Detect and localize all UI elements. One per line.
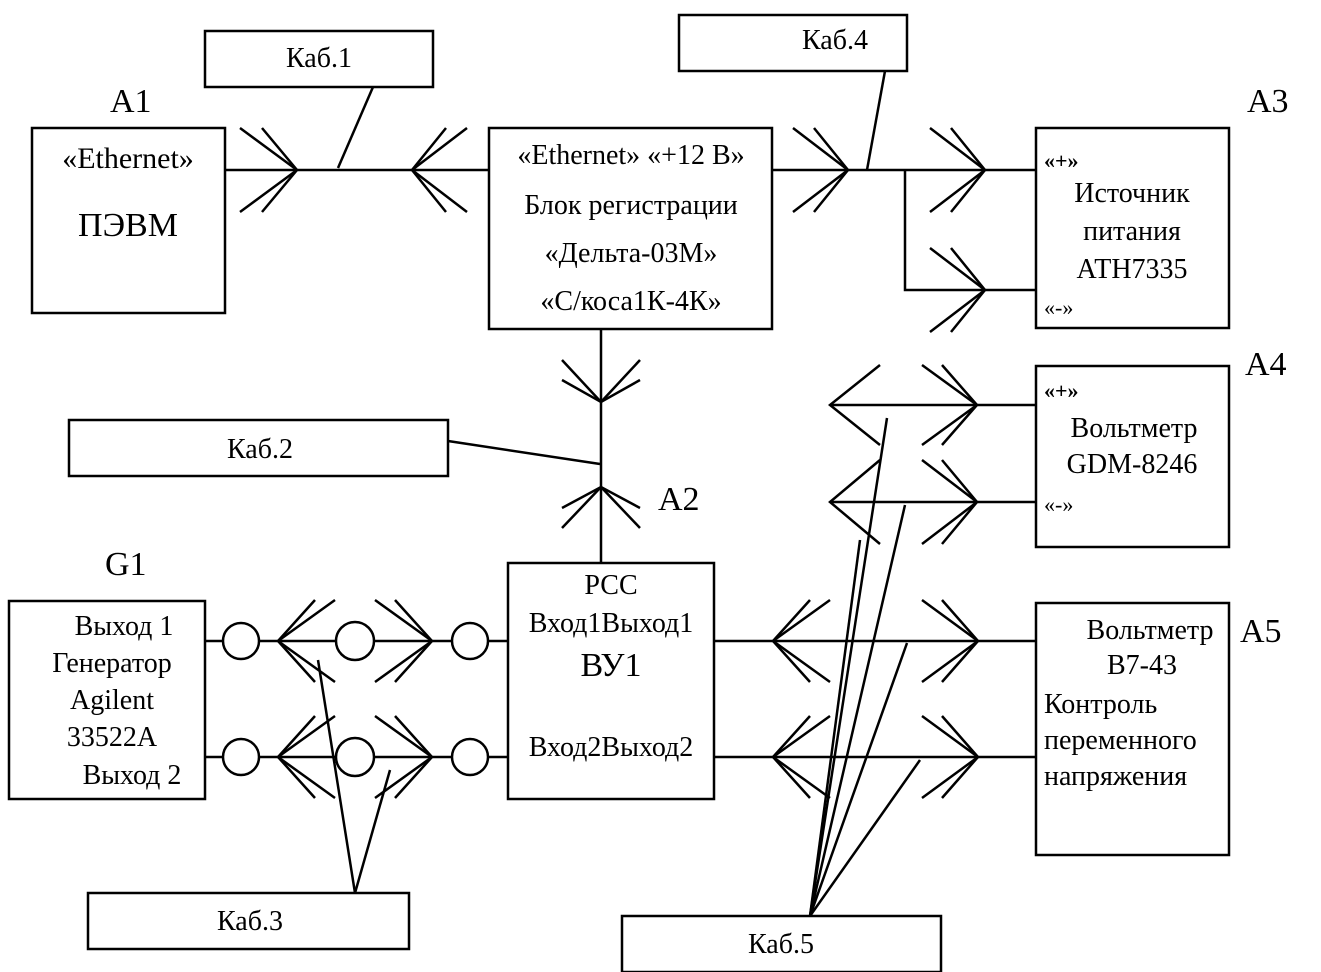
- bnc-vu1-in1: [450, 621, 490, 661]
- a5-line4: переменного: [1044, 725, 1197, 756]
- designator-a5: A5: [1240, 613, 1282, 650]
- block-model: «Дельта-03М»: [545, 238, 718, 269]
- cable-label-kab5: Каб.5: [748, 929, 814, 960]
- leader-kab2: [447, 439, 601, 466]
- cable-label-box-kab4: [677, 13, 909, 73]
- ps-minus-label: «-»: [1044, 295, 1073, 320]
- cable-label-box-kab5: [620, 914, 943, 972]
- gen-out1-label: Выход 1: [75, 611, 174, 642]
- vu1-box: [506, 561, 716, 801]
- leader-kab5-e: [808, 759, 922, 917]
- cable-label-kab2: Каб.2: [227, 434, 293, 465]
- designator-a1: A1: [110, 83, 152, 120]
- gen-line3: 33522А: [67, 722, 158, 753]
- power-supply-box: [1034, 126, 1231, 330]
- wire-kab4-branch: [903, 170, 985, 292]
- block-ports-label: «Ethernet» «+12 В»: [517, 140, 744, 171]
- ps-line3: АТН7335: [1076, 254, 1187, 285]
- registration-block-box: [487, 126, 774, 331]
- a4-line2: GDM-8246: [1067, 449, 1198, 480]
- block-title: Блок регистрации: [524, 190, 738, 221]
- cable-label-kab3: Каб.3: [217, 906, 283, 937]
- vu1-row2: Вход2Выход2: [529, 732, 694, 763]
- connector-out1-socket-inner: [771, 599, 811, 683]
- connector-ch2-plug-inner: [394, 715, 434, 799]
- leader-kab1: [336, 86, 375, 169]
- bnc-vu1-in2: [450, 737, 490, 777]
- pc-box: [30, 126, 227, 315]
- designator-a3: A3: [1247, 83, 1289, 120]
- gen-line1: Генератор: [52, 648, 171, 679]
- a5-line5: напряжения: [1044, 761, 1187, 792]
- cable-label-box-kab1: [203, 29, 435, 89]
- pc-ethernet-label: «Ethernet»: [62, 142, 194, 175]
- voltmeter-a5-box: [1034, 601, 1231, 857]
- cable-label-kab1: Каб.1: [286, 43, 352, 74]
- vu1-name: ВУ1: [581, 647, 642, 684]
- generator-box: [7, 599, 207, 801]
- gen-line2: Agilent: [70, 685, 154, 716]
- a4-line1: Вольтметр: [1071, 413, 1198, 444]
- voltmeter-a4-box: [1034, 364, 1231, 549]
- cable-label-box-kab3: [86, 891, 411, 951]
- pc-name: ПЭВМ: [78, 207, 178, 244]
- block-variant: «С/коса1К-4К»: [540, 286, 721, 317]
- leader-kab3-a: [316, 659, 357, 894]
- leader-kab5-a: [808, 417, 889, 917]
- bnc-ch1-mid: [334, 620, 376, 662]
- connector-ch1-plug-inner: [394, 599, 434, 683]
- ps-line1: Источник: [1074, 178, 1190, 209]
- vu1-top-label: РСС: [584, 570, 637, 601]
- connector-out1-plug-inner: [941, 599, 980, 683]
- bnc-gen-out2: [221, 737, 261, 777]
- designator-a2: A2: [658, 481, 700, 518]
- a4-plus-label: «+»: [1044, 378, 1079, 403]
- ps-plus-label: «+»: [1044, 148, 1079, 173]
- a5-line2: В7-43: [1107, 650, 1177, 681]
- leader-kab5-d: [808, 642, 909, 917]
- connector-out2-socket-inner: [771, 715, 811, 799]
- a4-minus-label: «-»: [1044, 492, 1073, 517]
- connector-ch2-socket-inner: [276, 715, 316, 799]
- bnc-ch2-mid: [334, 736, 376, 778]
- a5-line1: Вольтметр: [1087, 615, 1214, 646]
- leader-kab3-b: [353, 769, 392, 894]
- leader-kab5-b: [808, 539, 862, 917]
- a5-line3: Контроль: [1044, 689, 1157, 720]
- cable-label-kab4: Каб.4: [802, 25, 868, 56]
- leader-kab5-c: [808, 504, 907, 917]
- bnc-gen-out1: [221, 621, 261, 661]
- connector-out2-plug-inner: [941, 715, 980, 799]
- ps-line2: питания: [1083, 216, 1181, 247]
- designator-a4: A4: [1245, 346, 1287, 383]
- gen-out2-label: Выход 2: [83, 760, 182, 791]
- designator-g1: G1: [105, 546, 147, 583]
- vu1-row1: Вход1Выход1: [529, 608, 694, 639]
- connector-ch1-socket-inner: [276, 599, 316, 683]
- cable-label-box-kab2: [67, 418, 450, 478]
- leader-kab4: [865, 70, 887, 171]
